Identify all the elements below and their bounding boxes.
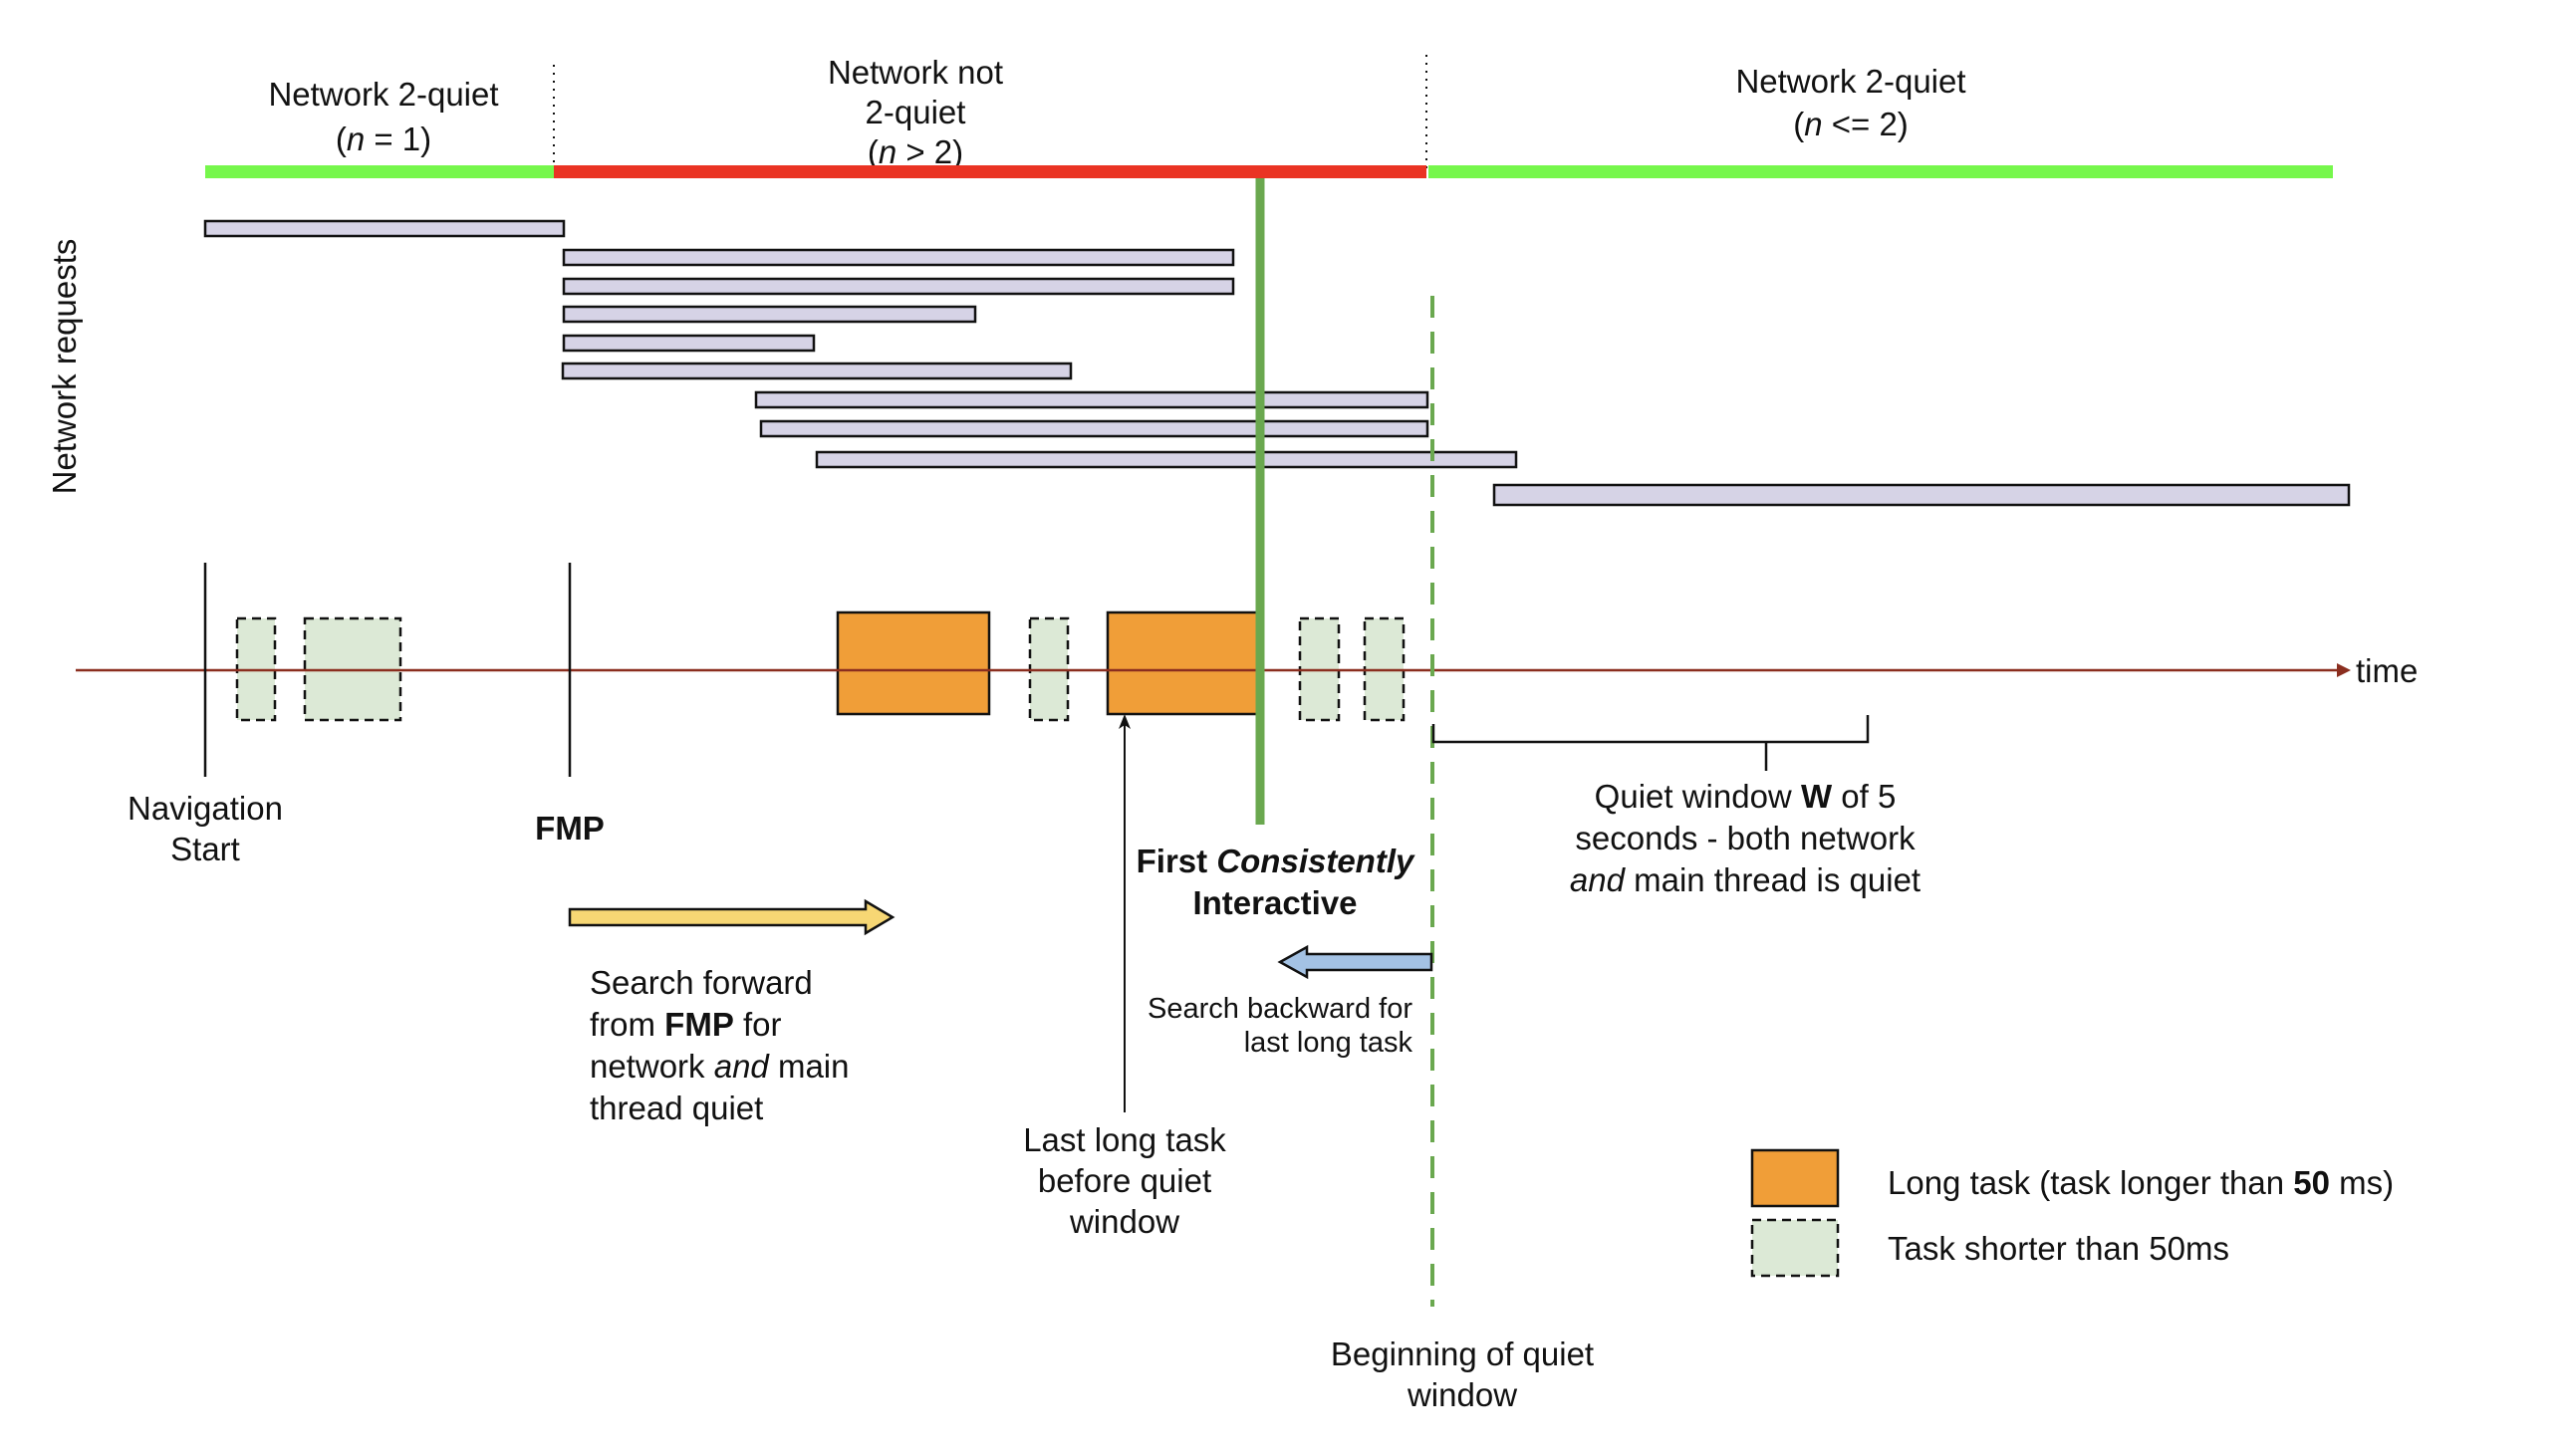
legend-long-task-swatch bbox=[1750, 1148, 1840, 1208]
network-request-bar bbox=[203, 219, 566, 238]
last-long-task-arrowhead-icon bbox=[1119, 714, 1131, 729]
svg-text:seconds - both network: seconds - both network bbox=[1575, 820, 1916, 856]
network-request-bar bbox=[562, 305, 977, 324]
state-title: Network 2-quiet bbox=[268, 76, 498, 113]
network-request-bar bbox=[1492, 483, 2351, 507]
quiet-window-label: Quiet window W of 5 seconds - both netwo… bbox=[1570, 778, 1921, 898]
legend-short-task-swatch bbox=[1750, 1218, 1840, 1278]
network-state-label-quiet-2: Network 2-quiet (n <= 2) bbox=[1735, 63, 1965, 142]
network-state-bar-not-quiet bbox=[554, 165, 1426, 178]
svg-text:thread quiet: thread quiet bbox=[590, 1090, 763, 1126]
network-request-bar bbox=[759, 419, 1429, 438]
state-condition: (n <= 2) bbox=[1793, 106, 1909, 142]
main-thread-tasks bbox=[235, 610, 1406, 722]
network-request-bar bbox=[562, 277, 1235, 296]
legend-short-task-label: Task shorter than 50ms bbox=[1888, 1230, 2229, 1267]
beginning-quiet-window-label: Beginning of quiet window bbox=[1331, 1335, 1594, 1413]
state-title-line2: 2-quiet bbox=[866, 94, 966, 130]
svg-text:window: window bbox=[1069, 1203, 1179, 1240]
network-state-bar-quiet-2 bbox=[1428, 165, 2333, 178]
svg-text:from FMP for: from FMP for bbox=[590, 1006, 782, 1043]
x-axis-label: time bbox=[2356, 652, 2418, 689]
fci-label: First Consistently Interactive bbox=[1137, 843, 1415, 921]
svg-text:Start: Start bbox=[170, 831, 240, 867]
svg-text:network and main: network and main bbox=[590, 1048, 849, 1085]
long-task-block bbox=[836, 610, 991, 716]
network-requests bbox=[203, 219, 2351, 507]
state-condition: (n = 1) bbox=[336, 121, 431, 157]
search-backward-label: Search backward for last long task bbox=[1148, 993, 1412, 1059]
network-state-label-quiet-1: Network 2-quiet (n = 1) bbox=[268, 76, 498, 157]
quiet-window-bracket bbox=[1431, 715, 1870, 771]
search-backward-arrow-icon bbox=[1277, 944, 1433, 980]
svg-text:Search backward for: Search backward for bbox=[1148, 993, 1412, 1025]
svg-text:last long task: last long task bbox=[1244, 1027, 1413, 1059]
legend: Long task (task longer than 50 ms) Task … bbox=[1750, 1148, 2394, 1278]
svg-text:Quiet window W of 5: Quiet window W of 5 bbox=[1595, 778, 1897, 815]
legend-long-task-label: Long task (task longer than 50 ms) bbox=[1888, 1164, 2394, 1201]
svg-text:Interactive: Interactive bbox=[1192, 884, 1357, 921]
svg-text:Last long task: Last long task bbox=[1023, 1121, 1226, 1158]
last-long-task-label: Last long task before quiet window bbox=[1023, 1121, 1226, 1240]
network-state-bar-quiet-1 bbox=[205, 165, 554, 178]
svg-text:First Consistently: First Consistently bbox=[1137, 843, 1415, 879]
state-title-line1: Network not bbox=[828, 54, 1003, 91]
long-task-block bbox=[1106, 610, 1260, 716]
fmp-label: FMP bbox=[535, 810, 605, 847]
svg-text:before quiet: before quiet bbox=[1038, 1162, 1211, 1199]
navigation-start-label: Navigation Start bbox=[128, 790, 283, 867]
network-request-bar bbox=[561, 362, 1073, 380]
search-forward-arrow-icon bbox=[568, 898, 896, 936]
state-title: Network 2-quiet bbox=[1735, 63, 1965, 100]
state-condition: (n > 2) bbox=[868, 133, 963, 170]
svg-text:window: window bbox=[1407, 1376, 1517, 1413]
network-request-bar bbox=[815, 450, 1518, 469]
network-state-label-not-quiet: Network not 2-quiet (n > 2) bbox=[828, 54, 1003, 170]
network-request-bar bbox=[562, 248, 1235, 267]
network-request-bar bbox=[754, 390, 1429, 409]
y-axis-label: Network requests bbox=[46, 239, 83, 495]
svg-text:Navigation: Navigation bbox=[128, 790, 283, 827]
network-request-bar bbox=[562, 334, 816, 353]
search-forward-label: Search forward from FMP for network and … bbox=[590, 964, 849, 1126]
svg-text:Search forward: Search forward bbox=[590, 964, 813, 1001]
time-axis-arrowhead-icon bbox=[2337, 663, 2351, 677]
svg-text:Beginning of quiet: Beginning of quiet bbox=[1331, 1335, 1594, 1372]
svg-text:and main thread is quiet: and main thread is quiet bbox=[1570, 861, 1921, 898]
